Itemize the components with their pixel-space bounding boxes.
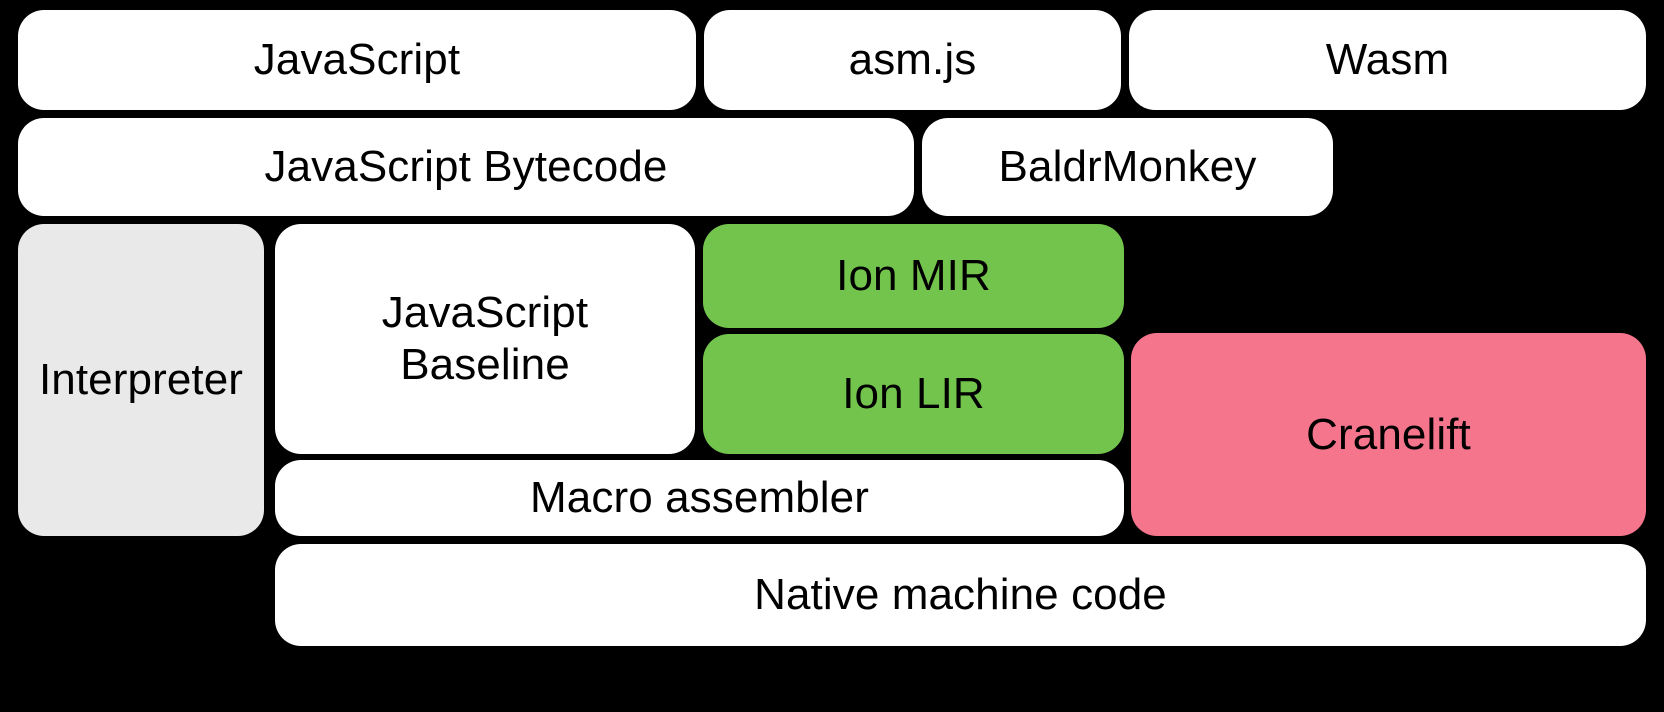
- node-macro-assembler: Macro assembler: [275, 460, 1124, 536]
- node-baldrmonkey: BaldrMonkey: [922, 118, 1333, 216]
- node-cranelift: Cranelift: [1131, 333, 1646, 536]
- node-ion-mir: Ion MIR: [703, 224, 1124, 328]
- node-interpreter: Interpreter: [18, 224, 264, 536]
- node-ion-lir: Ion LIR: [703, 334, 1124, 454]
- node-wasm: Wasm: [1129, 10, 1646, 110]
- node-native-machine-code: Native machine code: [275, 544, 1646, 646]
- node-javascript: JavaScript: [18, 10, 696, 110]
- node-javascript-baseline: JavaScript Baseline: [275, 224, 695, 454]
- node-asmjs: asm.js: [704, 10, 1121, 110]
- node-javascript-bytecode: JavaScript Bytecode: [18, 118, 914, 216]
